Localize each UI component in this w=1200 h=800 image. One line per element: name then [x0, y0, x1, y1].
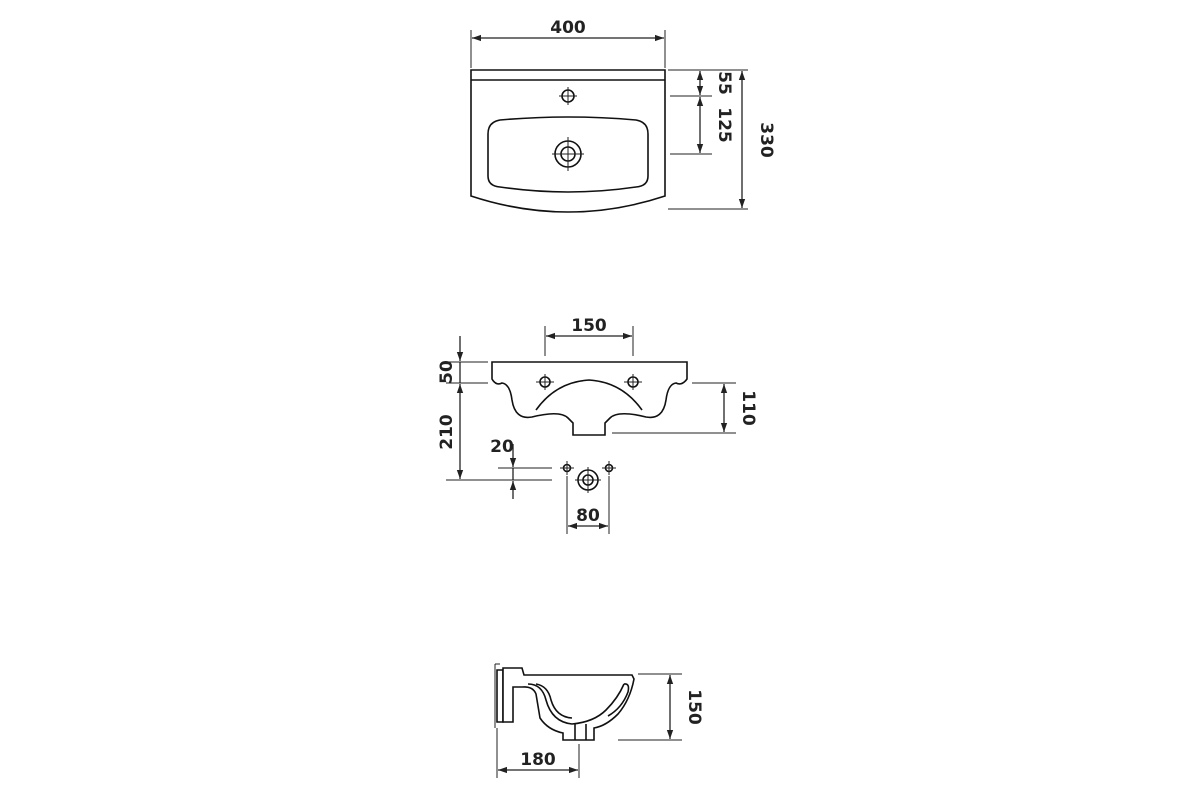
side-view-basin-outline: [502, 667, 635, 741]
front-holes-spacing-dimension: 150: [544, 316, 634, 356]
side-view-overflow-channel: [607, 683, 630, 717]
front-view: 150 50 210 110: [437, 316, 758, 534]
top-depth-dimension: 330: [738, 71, 776, 208]
top-tap-offset-dimension: 55: [696, 71, 734, 95]
front-height-label: 210: [437, 414, 457, 450]
front-bowl-depth-label: 110: [738, 390, 758, 426]
top-view: 400 55 125 330: [470, 18, 776, 213]
top-view-tap-hole: [559, 87, 577, 105]
top-tap-offset-label: 55: [714, 71, 734, 95]
side-height-label: 150: [684, 689, 704, 725]
side-view: 150 180: [494, 663, 704, 778]
front-bowl-depth-dimension: 110: [720, 384, 758, 432]
top-drain-offset-label: 125: [714, 107, 734, 143]
front-rim-height-dimension: 50: [437, 336, 464, 384]
front-rim-height-label: 50: [437, 360, 457, 384]
front-fixing-offset-label: 20: [490, 437, 514, 457]
side-depth-dimension: 180: [498, 750, 578, 774]
front-holes-spacing-label: 150: [571, 316, 607, 336]
front-fixing-offset-dimension: 20: [490, 437, 517, 499]
front-view-basin-outline: [491, 361, 688, 436]
side-view-bowl-inner: [527, 683, 625, 725]
top-width-dimension: 400: [470, 18, 666, 68]
front-fixing-spacing-label: 80: [576, 506, 600, 526]
front-fixing-point-right: [602, 461, 616, 475]
top-width-label: 400: [550, 18, 586, 38]
top-drain-offset-dimension: 125: [696, 97, 734, 153]
front-height-dimension: 210: [437, 384, 464, 479]
side-depth-label: 180: [520, 750, 556, 770]
front-waste-outlet: [575, 467, 601, 493]
top-view-drain: [552, 137, 584, 171]
front-view-left-hole: [536, 374, 554, 390]
front-fixing-spacing-dimension: 80: [566, 476, 610, 534]
side-view-wall-bracket: [496, 669, 504, 723]
front-view-right-hole: [624, 374, 642, 390]
front-view-bowl-curve: [535, 379, 643, 411]
front-fixing-point-left: [560, 461, 574, 475]
top-depth-label: 330: [756, 122, 776, 158]
top-view-bowl-outline: [487, 116, 649, 193]
side-height-dimension: 150: [666, 675, 704, 739]
